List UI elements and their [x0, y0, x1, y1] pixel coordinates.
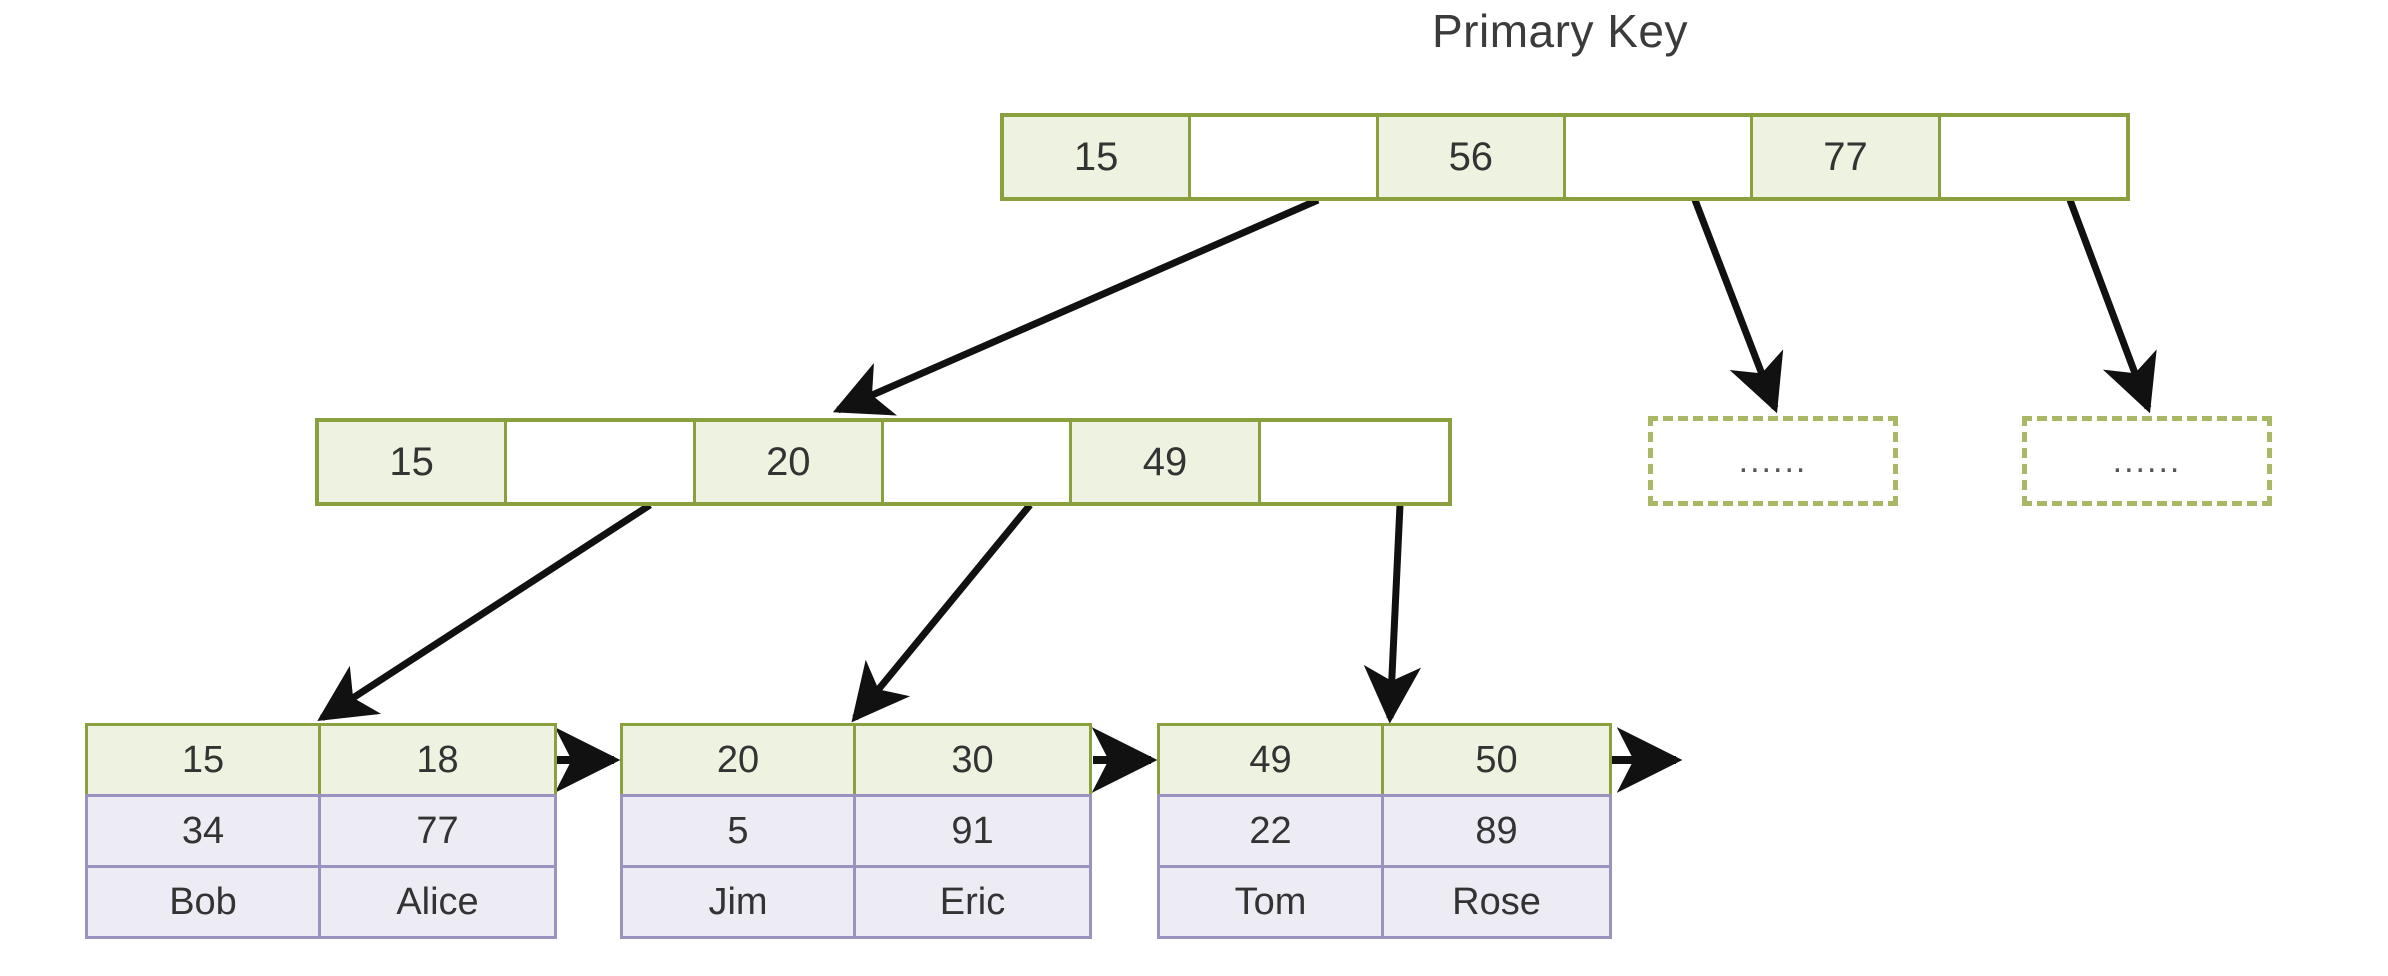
leaf-1-name-1[interactable]: Alice — [321, 868, 554, 936]
leaf-2-key-row: 20 30 — [620, 723, 1092, 794]
edge-internal-to-leaf-3 — [1363, 504, 1422, 724]
leaf-1-name-0[interactable]: Bob — [88, 868, 321, 936]
leaf-1-key-0[interactable]: 15 — [88, 726, 321, 794]
leaf-2-name-0[interactable]: Jim — [623, 868, 856, 936]
leaf-3-name-row: Tom Rose — [1157, 865, 1612, 939]
root-cell-pointer-2[interactable] — [1940, 117, 2126, 197]
edge-internal-to-leaf-2 — [851, 502, 1033, 723]
leaf-3-value-row: 22 89 — [1157, 794, 1612, 865]
leaf-3-key-1[interactable]: 50 — [1384, 726, 1609, 794]
internal-cell-pointer-0[interactable] — [507, 422, 696, 502]
leaf-2-value-row: 5 91 — [620, 794, 1092, 865]
edge-root-to-placeholder-middle — [1691, 198, 1784, 414]
leaf-1-value-0[interactable]: 34 — [88, 797, 321, 865]
placeholder-node-right[interactable]: ...... — [2022, 416, 2272, 506]
leaf-2-value-1[interactable]: 91 — [856, 797, 1089, 865]
root-cell-key-2[interactable]: 77 — [1753, 117, 1941, 197]
placeholder-node-middle[interactable]: ...... — [1648, 416, 1898, 506]
leaf-2-key-1[interactable]: 30 — [856, 726, 1089, 794]
internal-cell-pointer-2[interactable] — [1260, 422, 1448, 502]
root-cell-key-1[interactable]: 56 — [1378, 117, 1566, 197]
internal-index-node[interactable]: 15 20 49 — [315, 418, 1452, 506]
leaf-3-key-row: 49 50 — [1157, 723, 1612, 794]
leaf-3-name-1[interactable]: Rose — [1384, 868, 1609, 936]
internal-cell-key-2[interactable]: 49 — [1072, 422, 1261, 502]
internal-cell-key-0[interactable]: 15 — [319, 422, 508, 502]
page-title: Primary Key — [1432, 5, 1688, 57]
leaf-3-name-0[interactable]: Tom — [1160, 868, 1384, 936]
leaf-2-name-row: Jim Eric — [620, 865, 1092, 939]
leaf-3-value-0[interactable]: 22 — [1160, 797, 1384, 865]
leaf-2-name-1[interactable]: Eric — [856, 868, 1089, 936]
root-cell-pointer-1[interactable] — [1565, 117, 1754, 197]
leaf-1-name-row: Bob Alice — [85, 865, 557, 939]
leaf-1-value-row: 34 77 — [85, 794, 557, 865]
edge-root-to-internal — [832, 196, 1320, 416]
leaf-2-key-0[interactable]: 20 — [623, 726, 856, 794]
root-cell-key-0[interactable]: 15 — [1004, 117, 1192, 197]
leaf-1-key-1[interactable]: 18 — [321, 726, 554, 794]
leaf-1-key-row: 15 18 — [85, 723, 557, 794]
internal-cell-pointer-1[interactable] — [883, 422, 1073, 502]
leaf-3-key-0[interactable]: 49 — [1160, 726, 1384, 794]
root-cell-pointer-0[interactable] — [1191, 117, 1379, 197]
leaf-3-value-1[interactable]: 89 — [1384, 797, 1609, 865]
leaf-node-1[interactable]: 15 18 34 77 Bob Alice — [85, 723, 557, 939]
root-index-node[interactable]: 15 56 77 — [1000, 113, 2130, 201]
edge-root-to-placeholder-right — [2066, 198, 2157, 414]
internal-cell-key-1[interactable]: 20 — [695, 422, 884, 502]
edge-internal-to-leaf-1 — [317, 502, 652, 722]
leaf-node-3[interactable]: 49 50 22 89 Tom Rose — [1157, 723, 1612, 939]
leaf-2-value-0[interactable]: 5 — [623, 797, 856, 865]
leaf-1-value-1[interactable]: 77 — [321, 797, 554, 865]
leaf-node-2[interactable]: 20 30 5 91 Jim Eric — [620, 723, 1092, 939]
